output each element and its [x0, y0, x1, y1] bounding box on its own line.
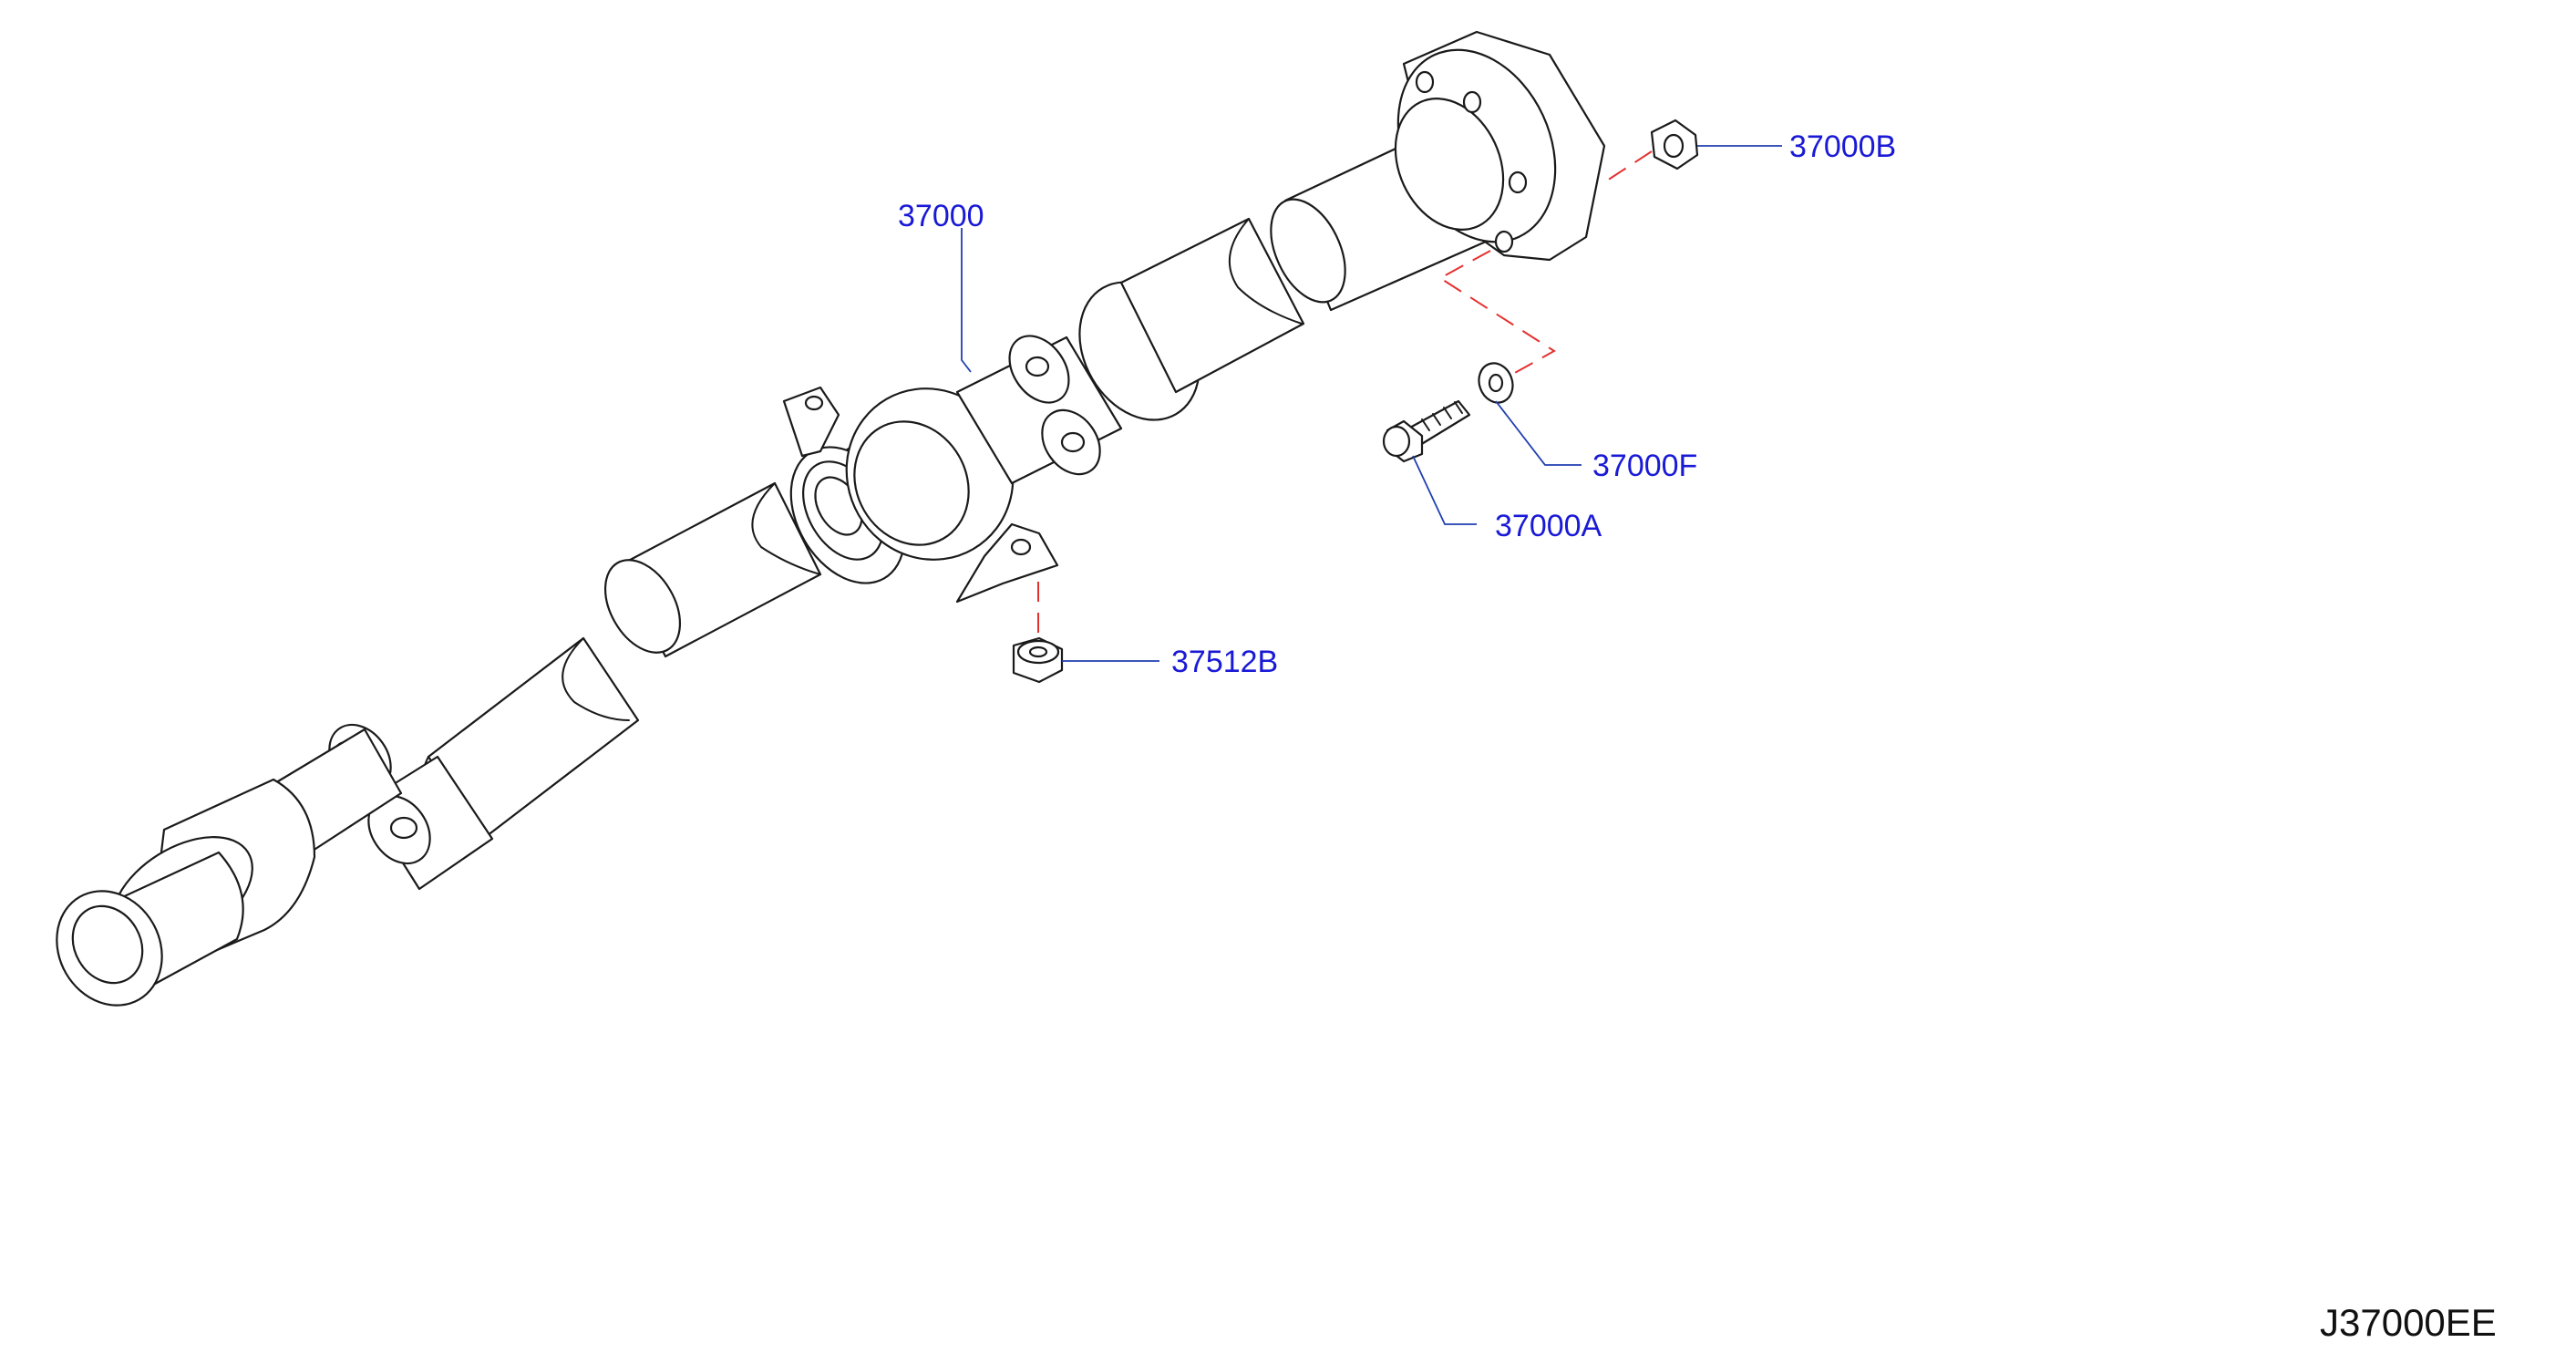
rear-tube [1119, 217, 1305, 394]
callout-37000: 37000 [898, 199, 984, 233]
center-bearing-bracket [782, 386, 1059, 604]
callout-leaders [961, 145, 1782, 662]
flange-nut-part [1650, 119, 1699, 170]
middle-tube [603, 481, 822, 658]
callout-37000f: 37000F [1592, 449, 1697, 483]
callout-37000a: 37000A [1495, 509, 1602, 543]
center-bearing [789, 387, 1015, 584]
bolt-part [1382, 399, 1471, 463]
bearing-nut-part [1012, 636, 1064, 684]
washer-part [1478, 362, 1514, 404]
front-sleeve-yoke [56, 778, 316, 1007]
rear-companion-flange [1394, 30, 1606, 262]
diagram-code: J37000EE [2320, 1301, 2497, 1344]
callout-37000b: 37000B [1789, 129, 1896, 164]
propeller-shaft-assembly [56, 30, 1606, 1007]
assembly-guide-lines [1037, 150, 1653, 638]
callout-37512b: 37512B [1171, 645, 1278, 679]
